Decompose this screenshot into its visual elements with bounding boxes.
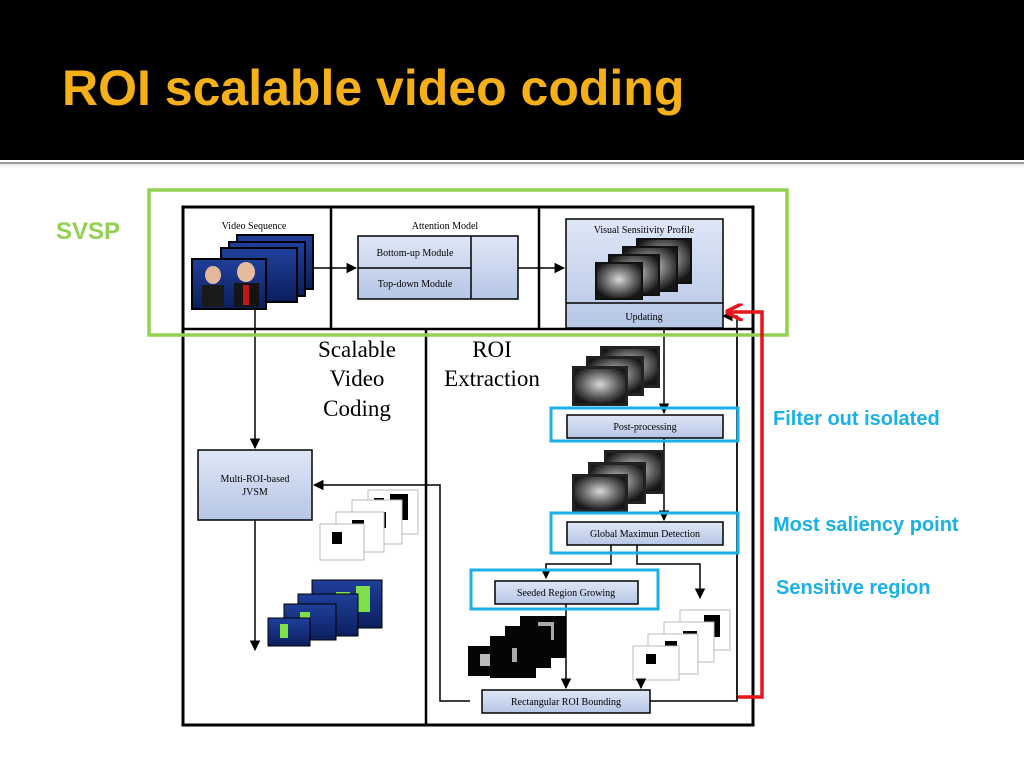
bounding-masks-image (632, 609, 731, 681)
bottom-up-module-label: Bottom-up Module (377, 248, 455, 259)
jvsm-box (197, 449, 313, 521)
svsp-highlight-box (147, 188, 789, 337)
attention-model-label: Attention Model (412, 221, 479, 232)
annotation-filter-out-isolated: Filter out isolated (773, 408, 940, 430)
roi-extraction-label-1: ROI (472, 337, 512, 362)
video-sequence-label: Video Sequence (222, 221, 287, 232)
coded-output-image (267, 579, 383, 647)
post-processing-label: Post-processing (613, 422, 676, 433)
title-divider (0, 160, 1024, 168)
svc-label-1: Scalable (318, 337, 396, 362)
feedback-red-arrow (727, 312, 764, 699)
region-masks-image (468, 616, 566, 678)
jvsm-label-1: Multi-ROI-based (221, 474, 290, 485)
svc-label-3: Coding (323, 396, 391, 421)
slide-title: ROI scalable video coding (62, 60, 685, 116)
vsp-label: Visual Sensitivity Profile (594, 225, 695, 236)
seeded-region-highlight (469, 568, 660, 611)
jvsm-label-2: JVSM (242, 487, 268, 498)
seeded-region-label: Seeded Region Growing (517, 588, 615, 599)
annotation-sensitive-region: Sensitive region (776, 577, 931, 599)
title-bar (0, 0, 1024, 160)
rect-roi-label: Rectangular ROI Bounding (511, 697, 621, 708)
annotation-most-saliency-point: Most saliency point (773, 514, 959, 536)
video-frames-image (191, 234, 314, 310)
post-processing-box (566, 414, 724, 439)
filtered-saliency-image (572, 450, 664, 512)
saliency-maps-image (595, 238, 692, 300)
roi-masks-image (319, 489, 419, 561)
raw-saliency-image (572, 346, 660, 406)
svsp-label: SVSP (56, 218, 121, 245)
svc-label-2: Video (330, 366, 385, 391)
roi-extraction-label-2: Extraction (444, 366, 540, 391)
top-down-module-label: Top-down Module (378, 279, 453, 290)
updating-label: Updating (625, 312, 662, 323)
global-max-box (566, 521, 724, 546)
global-max-label: Global Maximun Detection (590, 529, 700, 540)
global-max-highlight (549, 511, 740, 555)
post-processing-highlight (549, 406, 740, 443)
arrow-roi-to-jvsm (312, 479, 470, 702)
